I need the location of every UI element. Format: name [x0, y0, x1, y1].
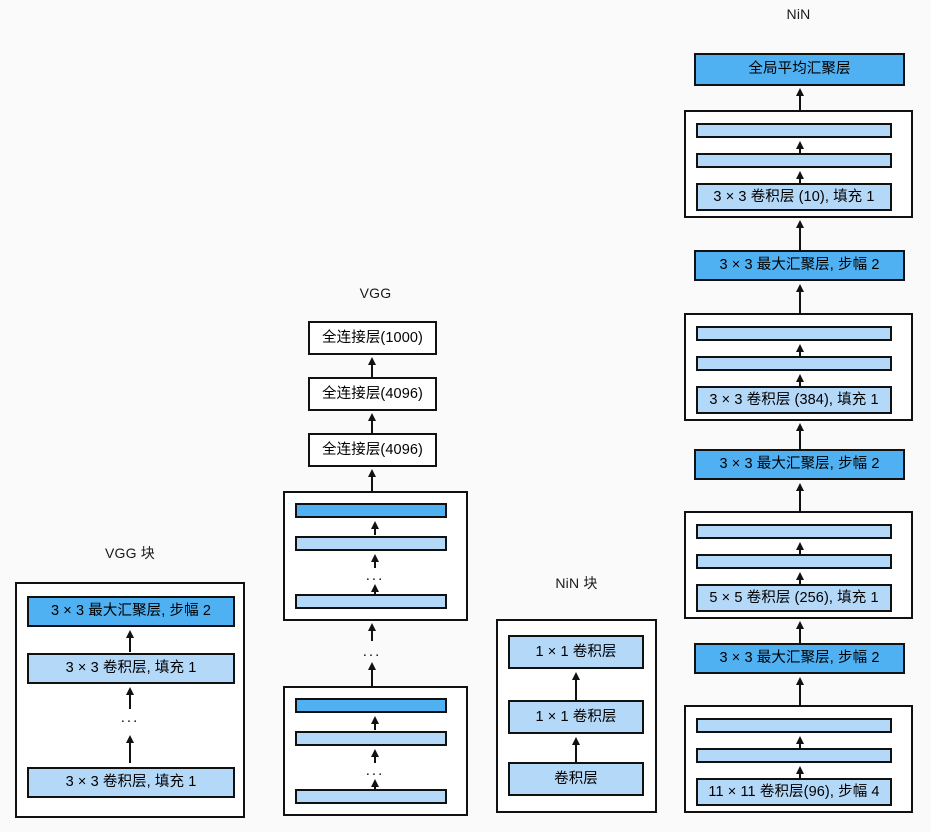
- arrow-vgg-fc-2: [366, 357, 378, 377]
- vgg-block-title: VGG 块: [104, 545, 155, 561]
- arrow-vgg-upper-2: [369, 554, 381, 568]
- vgg-block-lower-bar-2[interactable]: [295, 731, 447, 746]
- vgg-block-upper-bar-3[interactable]: [295, 503, 447, 518]
- arrow-nin-block-4-b: [794, 171, 806, 184]
- nin-block-1-bar-mid[interactable]: [696, 748, 892, 763]
- arrow-nin-4: [794, 483, 806, 511]
- nin-block-title: NiN 块: [555, 575, 598, 591]
- vgg-fc-4096-lower[interactable]: 全连接层(4096): [308, 433, 437, 467]
- vgg-block-layer-conv-bottom[interactable]: 3 × 3 卷积层, 填充 1: [27, 767, 235, 798]
- arrow-vgg-fc-1: [366, 413, 378, 433]
- nin-block-2-bar-top[interactable]: [696, 524, 892, 539]
- arrow-nin-block-4-a: [794, 141, 806, 154]
- nin-block-2-bar-mid[interactable]: [696, 554, 892, 569]
- vgg-block-lower-bar-1[interactable]: [295, 789, 447, 804]
- arrow-nin-block-2-b: [794, 572, 806, 585]
- arrow-vgg-upper-1: [369, 521, 381, 535]
- nin-block-1-bar-top[interactable]: [696, 718, 892, 733]
- arrow-nin-6: [794, 284, 806, 313]
- vgg-block-lower-bar-3[interactable]: [295, 698, 447, 713]
- nin-max-pool-3[interactable]: 3 × 3 最大汇聚层, 步幅 2: [694, 250, 905, 281]
- nin-block-1-conv[interactable]: 11 × 11 卷积层(96), 步幅 4: [696, 778, 892, 806]
- nin-block-4-conv[interactable]: 3 × 3 卷积层 (10), 填充 1: [696, 183, 892, 211]
- vgg-fc-4096-upper[interactable]: 全连接层(4096): [308, 377, 437, 411]
- arrow-nin-block-3-b: [794, 374, 806, 387]
- vgg-block-layer-maxpool[interactable]: 3 × 3 最大汇聚层, 步幅 2: [27, 596, 235, 627]
- arrow-nin-3: [794, 621, 806, 648]
- nin-global-average-pooling[interactable]: 全局平均汇聚层: [694, 53, 905, 86]
- nin-block-2-conv[interactable]: 5 × 5 卷积层 (256), 填充 1: [696, 584, 892, 612]
- nin-block-conv[interactable]: 卷积层: [508, 762, 644, 796]
- arrow-nin-block-2-a: [794, 542, 806, 555]
- nin-block-3-conv[interactable]: 3 × 3 卷积层 (384), 填充 1: [696, 386, 892, 414]
- vgg-block-layer-conv-top[interactable]: 3 × 3 卷积层, 填充 1: [27, 653, 235, 684]
- nin-block-4-bar-top[interactable]: [696, 123, 892, 138]
- arrow-nin-block-1-a: [794, 736, 806, 749]
- vgg-block-lower-ellipsis: ...: [365, 762, 385, 779]
- nin-block-conv1x1-top[interactable]: 1 × 1 卷积层: [508, 635, 644, 669]
- vgg-block-upper-bar-2[interactable]: [295, 536, 447, 551]
- arrow-nin-block-2: [570, 737, 582, 762]
- arrow-vgg-lower-2: [369, 749, 381, 763]
- nin-block-4-bar-mid[interactable]: [696, 153, 892, 168]
- nin-block-3-bar-top[interactable]: [696, 326, 892, 341]
- arrow-nin-block-3-a: [794, 344, 806, 357]
- arrow-vgg-block-3: [124, 735, 136, 763]
- nin-max-pool-2[interactable]: 3 × 3 最大汇聚层, 步幅 2: [694, 449, 905, 480]
- vgg-title: VGG: [359, 285, 392, 301]
- vgg-fc-1000[interactable]: 全连接层(1000): [308, 321, 437, 355]
- arrow-vgg-block-to-fc: [366, 469, 378, 491]
- arrow-vgg-lower-1: [369, 716, 381, 730]
- nin-max-pool-1[interactable]: 3 × 3 最大汇聚层, 步幅 2: [694, 643, 905, 674]
- arrow-vgg-block-2: [124, 687, 136, 709]
- vgg-block-ellipsis: ...: [120, 709, 140, 726]
- nin-title: NiN: [786, 6, 811, 22]
- arrow-nin-block-1: [570, 672, 582, 700]
- arrow-nin-9: [794, 88, 806, 110]
- arrow-nin-block-1-b: [794, 766, 806, 779]
- arrow-vgg-block-1: [124, 630, 136, 652]
- arrow-vgg-lower-to-upper-b: [366, 662, 378, 686]
- arrow-vgg-lower-to-upper-a: [366, 623, 378, 641]
- arrow-nin-2: [794, 677, 806, 705]
- nin-block-conv1x1-bottom[interactable]: 1 × 1 卷积层: [508, 700, 644, 734]
- vgg-block-upper-bar-1[interactable]: [295, 594, 447, 609]
- arrow-nin-7: [794, 220, 806, 250]
- vgg-middle-ellipsis: ...: [362, 643, 382, 660]
- vgg-block-upper-ellipsis: ...: [365, 567, 385, 584]
- nin-block-3-bar-mid[interactable]: [696, 356, 892, 371]
- arrow-nin-5: [794, 423, 806, 449]
